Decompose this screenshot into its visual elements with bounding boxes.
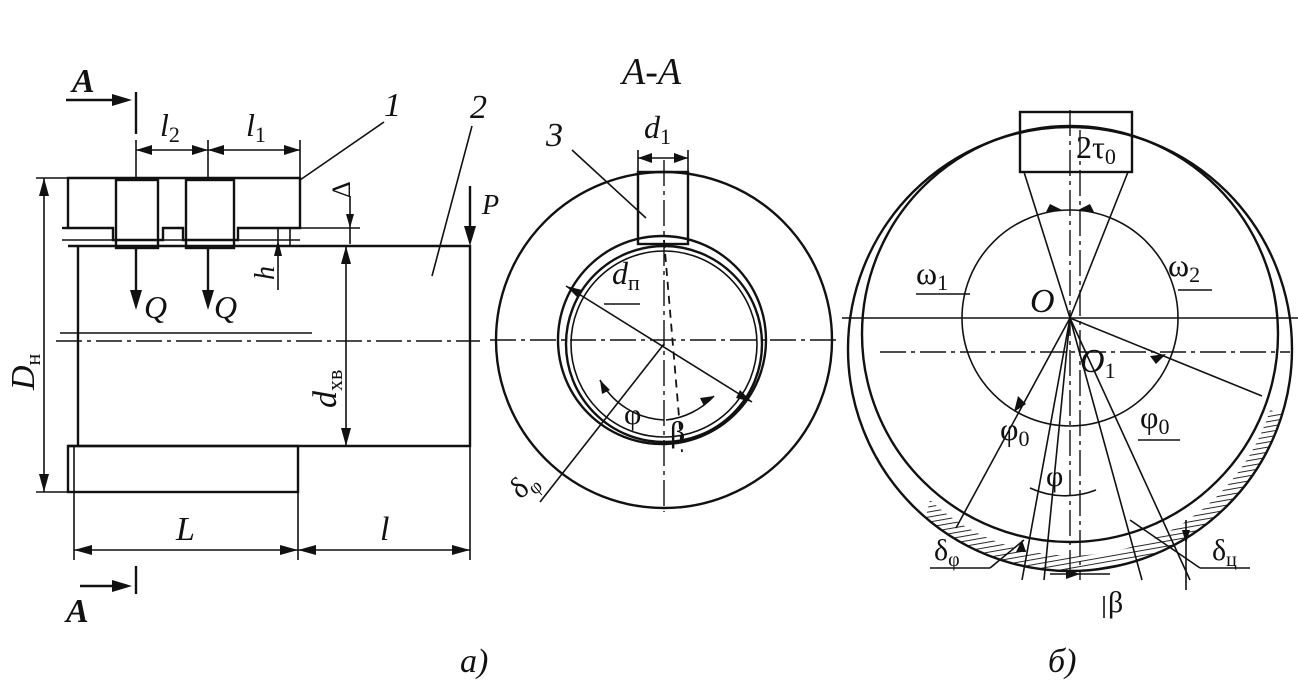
dim-l1-label: l1 (246, 107, 266, 147)
omega-2-sub: 2 (1189, 262, 1200, 287)
b-angle-beta: β (1108, 586, 1123, 619)
phi0-left-label: φ0 (1000, 411, 1029, 451)
dim-l2-label: l2 (160, 107, 180, 147)
omega-1-label: ω1 (916, 255, 948, 295)
dim-dxv-letter: d (307, 390, 344, 408)
dim-dn-letter: D (5, 365, 42, 391)
omega-2-letter: ω (1168, 247, 1189, 283)
b-gap-delta-c: δц (1212, 534, 1237, 571)
oil-hole-2 (184, 178, 236, 250)
dim-d1-label: d1 (644, 109, 671, 149)
omega-1-letter: ω (916, 255, 937, 291)
oil-film-hatch (900, 410, 1292, 571)
phi0-left-sub: 0 (1018, 426, 1029, 451)
section-angle-phi: φ (624, 398, 641, 431)
b-angle-phi: φ (1046, 460, 1063, 493)
dim-2tau-label: 2τ0 (1076, 129, 1116, 169)
dim-l1-sub: 1 (255, 122, 266, 147)
dim-l-label: l (380, 511, 389, 548)
oil-hole-section (636, 170, 690, 246)
force-p-label: P (481, 190, 499, 221)
dim-l2-sub: 2 (169, 122, 180, 147)
force-q2-label: Q (214, 289, 237, 325)
dim-d1-sub: 1 (660, 124, 671, 149)
bushing-top-wall (66, 176, 302, 242)
part-3-label: 3 (545, 117, 563, 154)
phi0-left-letter: φ (1000, 411, 1018, 447)
part-2-label: 2 (470, 89, 487, 126)
b-gap-delta-phi: δφ (934, 534, 960, 571)
shaft-outline (68, 244, 472, 448)
center-o-label: O (1030, 283, 1055, 320)
section-aa-view (490, 149, 840, 512)
dim-dp-label: dп (612, 255, 640, 295)
dim-dxv-sub: хв (322, 370, 347, 391)
dim-dn-label: Dн (5, 353, 45, 391)
omega-2-label: ω2 (1168, 247, 1200, 287)
part-1-label: 1 (384, 87, 401, 124)
dim-2tau-sub: 0 (1105, 144, 1116, 169)
b-gap-delta-c-letter: δ (1212, 534, 1226, 567)
dim-l1-letter: l (246, 107, 255, 143)
section-title: A-A (619, 51, 682, 93)
center-o1-sub: 1 (1105, 358, 1116, 383)
center-o1-letter: O (1080, 343, 1105, 380)
dim-dp-letter: d (612, 255, 629, 291)
dim-L-label: L (175, 511, 195, 548)
bushing-bottom-wall (66, 444, 300, 494)
oil-hole-b (1018, 110, 1134, 174)
phi0-right-letter: φ (1140, 399, 1158, 435)
phi0-right-label: φ0 (1140, 399, 1169, 439)
figure-b-caption: б) (1048, 643, 1076, 680)
dim-d1-letter: d (644, 109, 661, 145)
figure-a-caption: а) (460, 643, 488, 680)
b-gap-delta-phi-sub: φ (948, 549, 960, 571)
b-gap-delta-c-sub: ц (1226, 549, 1237, 571)
dim-dp-sub: п (628, 270, 640, 295)
delta-label: Δ (327, 181, 356, 198)
section-angle-beta: β (670, 416, 685, 449)
dim-l2-letter: l (160, 107, 169, 143)
oil-hole-1 (114, 178, 160, 250)
omega-1-sub: 1 (937, 270, 948, 295)
b-gap-delta-phi-letter: δ (934, 534, 948, 567)
center-o1-label: O1 (1080, 343, 1116, 383)
h-label: h (250, 266, 281, 280)
section-mark-bottom: A (64, 593, 89, 630)
dim-dxv-label: dхв (307, 370, 347, 408)
force-q1-label: Q (144, 289, 167, 325)
dim-2tau-letter: 2τ (1076, 129, 1105, 165)
figure-b-journal-diagram (842, 110, 1298, 618)
phi0-right-sub: 0 (1158, 414, 1169, 439)
section-mark-top: A (70, 63, 95, 100)
dim-dn-sub: н (20, 353, 45, 365)
figure-a-bushing-view (36, 92, 480, 594)
